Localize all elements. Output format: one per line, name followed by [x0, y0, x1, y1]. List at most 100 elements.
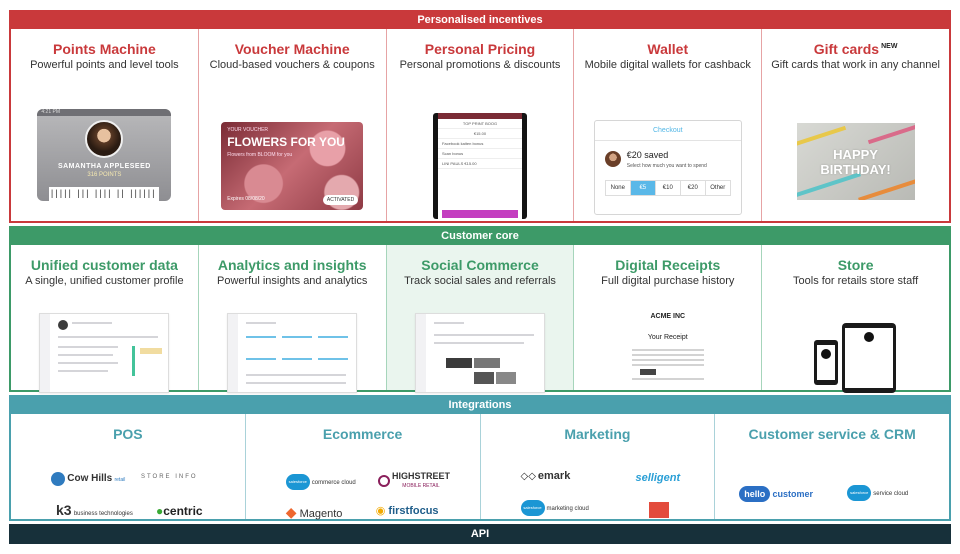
card-title: Personal Pricing	[424, 41, 536, 57]
cow-hills-logo: Cow Hills retail	[51, 472, 125, 486]
card-subtitle: Track social sales and referrals	[404, 275, 556, 287]
logo-text: business technologies	[73, 511, 133, 517]
logo-text: emark	[537, 470, 571, 482]
voucher-label: YOUR VOUCHER	[227, 127, 269, 133]
salesforce-cloud-icon: salesforce	[847, 485, 872, 501]
receipt-company: ACME INC	[650, 313, 686, 320]
salesforce-cloud-icon: salesforce	[285, 474, 310, 490]
store-card[interactable]: Store Tools for retails store staff	[762, 245, 949, 393]
saved-amount: €20 saved	[626, 150, 669, 160]
card-subtitle: A single, unified customer profile	[25, 275, 184, 287]
voucher-image: YOUR VOUCHER FLOWERS FOR YOU Flowers fro…	[221, 122, 364, 210]
customer-profile-screenshot	[39, 313, 170, 393]
api-bar: API	[9, 524, 951, 544]
section-title: Personalised incentives	[11, 12, 949, 29]
section-title: Integrations	[11, 397, 949, 414]
card-title-text: Gift cards	[813, 41, 880, 57]
personal-pricing-card[interactable]: Personal Pricing Personal promotions & d…	[387, 29, 575, 221]
gift-text-line: BIRTHDAY!	[820, 162, 891, 177]
store-devices-image	[813, 315, 898, 393]
spend-hint: Select how much you want to spend	[626, 163, 707, 169]
logo-text: Cow Hills	[67, 473, 113, 485]
card-title: Social Commerce	[421, 257, 539, 273]
card-title: POS	[113, 426, 143, 442]
logo-text: commerce cloud	[311, 480, 356, 487]
emark-logo: ◇◇emark	[521, 470, 571, 482]
card-title: Ecommerce	[322, 426, 403, 442]
points-balance: 316 POINTS	[87, 172, 122, 178]
integrations-section: Integrations POS Cow Hills retail STORE …	[9, 395, 951, 521]
logo-text: customer	[772, 489, 814, 499]
receipt-image: ACME INC Your Receipt	[620, 313, 716, 391]
customer-service-crm-integrations: Customer service & CRM hello customer sa…	[715, 414, 949, 519]
card-title: Points Machine	[53, 41, 156, 57]
card-subtitle: Tools for retails store staff	[793, 275, 919, 287]
card-title: Customer service & CRM	[748, 426, 916, 442]
marketing-partner-logo	[648, 502, 669, 518]
firstfocus-logo: ◉ firstfocus	[375, 505, 439, 517]
card-subtitle: Powerful points and level tools	[30, 59, 179, 71]
barcode-icon: ||||| ||| |||| || |||||| ||| |||| ||||| …	[49, 187, 160, 201]
magento-logo: ◆ Magento	[285, 504, 343, 520]
points-machine-card[interactable]: Points Machine Powerful points and level…	[11, 29, 199, 221]
social-commerce-card[interactable]: Social Commerce Track social sales and r…	[386, 245, 575, 393]
voucher-status-badge: ACTIVATED	[322, 195, 359, 205]
emark-icon: ◇◇	[520, 471, 536, 482]
spend-option: €20	[681, 181, 706, 195]
unified-customer-data-card[interactable]: Unified customer data A single, unified …	[11, 245, 199, 393]
voucher-machine-card[interactable]: Voucher Machine Cloud-based vouchers & c…	[199, 29, 387, 221]
avatar	[604, 151, 621, 167]
wallet-card[interactable]: Wallet Mobile digital wallets for cashba…	[574, 29, 763, 221]
logo-text: Magento	[299, 508, 343, 520]
digital-receipts-card[interactable]: Digital Receipts Full digital purchase h…	[574, 245, 763, 391]
spend-option-selected: €5	[630, 181, 656, 195]
card-title: Marketing	[564, 426, 631, 442]
k3-logo: k3 business technologies	[56, 502, 133, 518]
status-bar: 4:21 PM	[37, 109, 172, 116]
receipt-title: Your Receipt	[647, 334, 688, 341]
product-price: €15.00	[437, 129, 522, 139]
user-name: LINI PAULS	[441, 161, 464, 166]
gift-text-line: HAPPY	[833, 147, 878, 162]
pricing-phone-image: TOP PRINT BOOG €15.00 Facebook kaiten bo…	[432, 113, 527, 219]
promo-row: Facebook kaiten bonus	[437, 139, 522, 149]
new-badge: NEW	[881, 43, 898, 51]
card-subtitle: Mobile digital wallets for cashback	[584, 59, 751, 71]
analytics-screenshot	[227, 313, 358, 393]
card-title: Unified customer data	[30, 257, 178, 273]
store-info-logo: STORE INFO	[141, 474, 198, 480]
customer-core-section: Customer core Unified customer data A si…	[9, 226, 951, 393]
centric-logo: ●centric	[156, 504, 203, 518]
wallet-checkout-image: Checkout €20 saved Select how much you w…	[593, 120, 742, 215]
total-price: €15.00	[464, 161, 477, 166]
card-title: Wallet	[647, 41, 689, 57]
voucher-description: Flowers from BLOOM for you	[227, 152, 293, 158]
analytics-insights-card[interactable]: Analytics and insights Powerful insights…	[199, 245, 387, 393]
partner-icon	[648, 502, 669, 518]
logo-text: marketing cloud	[546, 506, 589, 513]
logo-text: centric	[163, 504, 203, 518]
claim-button	[441, 210, 518, 218]
card-title: Store	[837, 257, 874, 273]
section-title: Customer core	[11, 228, 949, 245]
points-card-image: 4:21 PM SAMANTHA APPLESEED 316 POINTS ||…	[37, 109, 172, 201]
salesforce-cloud-icon: salesforce	[520, 500, 545, 516]
card-subtitle: Full digital purchase history	[601, 275, 735, 287]
logo-text: service cloud	[873, 491, 909, 498]
avatar	[85, 120, 124, 158]
checkout-header: Checkout	[594, 121, 741, 141]
logo-text: firstfocus	[388, 505, 439, 517]
voucher-expiry: Expires 08/08/20	[227, 196, 265, 202]
member-name: SAMANTHA APPLESEED	[57, 163, 151, 170]
card-subtitle: Powerful insights and analytics	[216, 275, 368, 287]
pos-integrations: POS Cow Hills retail STORE INFO k3 busin…	[11, 414, 246, 519]
highstreet-logo: HIGHSTREET MOBILE RETAIL	[377, 472, 450, 490]
spend-option: €10	[656, 181, 681, 195]
